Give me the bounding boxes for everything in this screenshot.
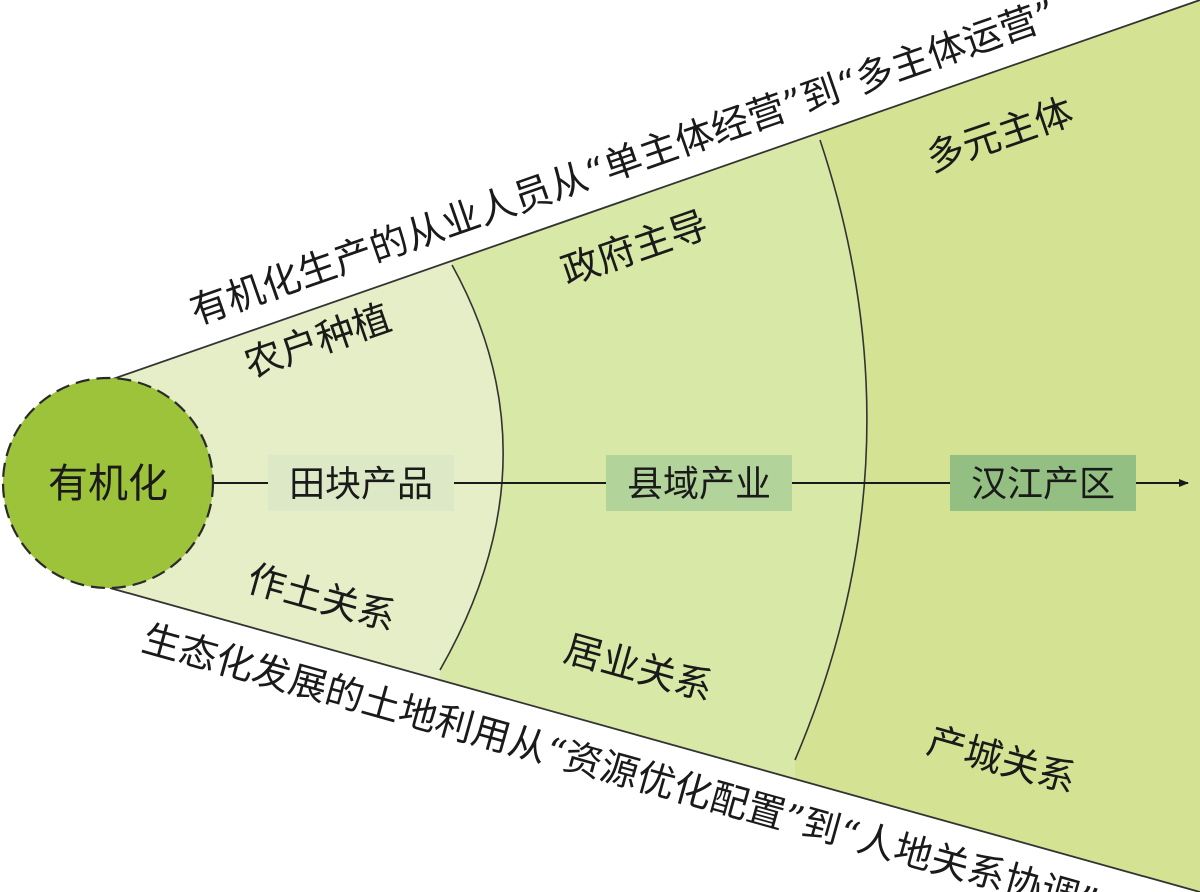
cone-upper-edge (109, 0, 1200, 381)
stage-box-field (268, 455, 454, 511)
stage-box-county (606, 455, 792, 511)
boundary-arc-2 (794, 139, 868, 761)
stage-label-field: 田块产品 (289, 464, 433, 505)
core-label: 有机化 (48, 461, 168, 507)
core-circle (1, 376, 215, 590)
stage-label-region: 汉江产区 (971, 464, 1115, 505)
boundary-arc-1 (439, 264, 504, 671)
cone-lower-edge (109, 587, 1200, 892)
stage-label-county: 县域产业 (627, 464, 771, 505)
stage-box-region (950, 455, 1136, 511)
